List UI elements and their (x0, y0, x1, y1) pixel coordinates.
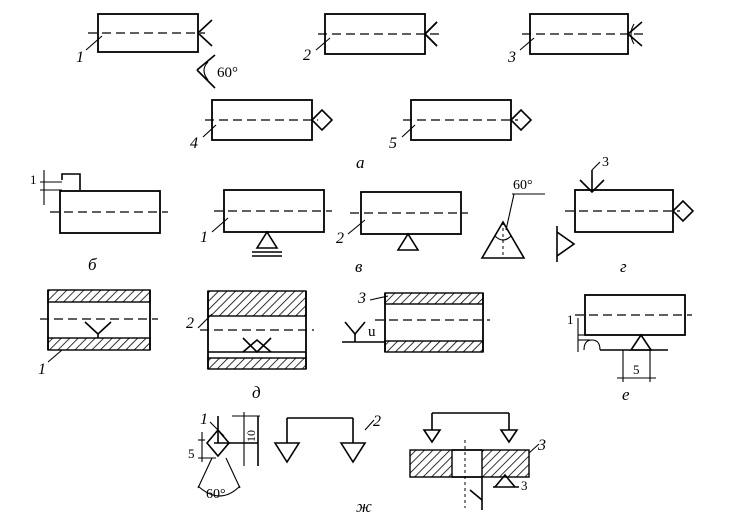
label-g: г (620, 257, 627, 276)
zh-angle: 60° (206, 487, 226, 502)
zh2-number: 2 (373, 413, 381, 430)
a2-number: 2 (303, 47, 311, 64)
a1-butt-weld: 1 (76, 13, 213, 66)
a2-x-weld: 2 (303, 13, 440, 64)
label-e: е (622, 385, 630, 404)
a3-number: 3 (507, 49, 516, 66)
a-angle-label: 60° (217, 65, 238, 81)
group-b: 1 б (30, 170, 168, 274)
group-d-left: 1 (38, 289, 158, 378)
d-left-number: 1 (38, 361, 46, 378)
zh1-number: 1 (200, 411, 208, 428)
zh-h5: 5 (188, 446, 195, 461)
zh3-number: 3 (537, 437, 546, 454)
v-angle-label: 60° (513, 178, 533, 193)
group-g: 3 г (556, 155, 695, 276)
v-angle-detail: 60° (480, 178, 545, 259)
group-zh-left: 5 10 1 60° (188, 411, 260, 502)
e-gap-label: 1 (567, 312, 574, 327)
v2-number: 2 (336, 230, 344, 247)
label-zh: ж (356, 497, 372, 516)
v2-fillet: 2 (336, 191, 468, 251)
a3-weld: 3 (507, 13, 646, 66)
v1-fillet: 1 (200, 189, 332, 257)
d-mark: u (368, 324, 376, 340)
group-e: 1 5 е (567, 294, 692, 404)
label-d: д (252, 383, 261, 402)
group-a: 1 60° 2 3 (76, 13, 646, 172)
group-v: 1 2 60° в (200, 178, 545, 276)
group-zh-mid: 2 (273, 413, 381, 464)
group-zh-right: 3 3 ж (356, 412, 546, 516)
group-d-mid: 2 д (186, 290, 314, 402)
label-b: б (88, 255, 97, 274)
label-a: а (356, 153, 365, 172)
d-right-number: 3 (357, 290, 366, 307)
a5-weld: 5 (389, 99, 533, 152)
b-gap-label: 1 (30, 172, 37, 187)
a4-number: 4 (190, 135, 198, 152)
v1-number: 1 (200, 229, 208, 246)
a4-weld: 4 (190, 99, 334, 152)
a1-number: 1 (76, 49, 84, 66)
a-angle-detail: 60° (196, 54, 238, 89)
e-offset-label: 5 (633, 362, 640, 377)
a5-number: 5 (389, 135, 397, 152)
zh-h10: 10 (244, 430, 258, 442)
g-size-label: 3 (602, 155, 609, 170)
zh-leg: 3 (521, 478, 528, 493)
group-d-right: 3 u (342, 290, 490, 353)
label-v: в (355, 257, 363, 276)
d-mid-number: 2 (186, 315, 194, 332)
